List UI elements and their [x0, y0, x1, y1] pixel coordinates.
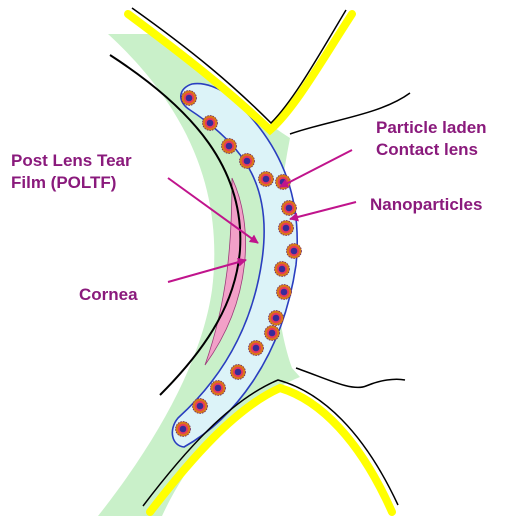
lower-eyelid-skin-line — [296, 368, 405, 387]
nanoparticle — [240, 154, 255, 169]
nanoparticle — [265, 326, 280, 341]
nanoparticle — [277, 285, 292, 300]
nanoparticles-arrow — [290, 202, 356, 219]
nanoparticle — [231, 365, 246, 380]
contact-lens-label-line1: Particle laden — [376, 117, 487, 139]
nanoparticle — [282, 201, 297, 216]
cornea-label: Cornea — [79, 284, 138, 306]
nanoparticles-label: Nanoparticles — [370, 194, 482, 216]
nanoparticle — [259, 172, 274, 187]
poltf-label-line2: Film (POLTF) — [11, 172, 116, 194]
contact-lens-label-line2: Contact lens — [376, 139, 478, 161]
nanoparticle — [269, 311, 284, 326]
nanoparticle — [222, 139, 237, 154]
nanoparticle — [203, 116, 218, 131]
nanoparticle — [176, 422, 191, 437]
poltf-label-line1: Post Lens Tear — [11, 150, 132, 172]
nanoparticle — [287, 244, 302, 259]
contact-lens-arrow — [280, 150, 352, 187]
nanoparticle — [211, 381, 226, 396]
nanoparticle — [275, 262, 290, 277]
nanoparticle — [182, 91, 197, 106]
nanoparticle — [249, 341, 264, 356]
nanoparticle — [193, 399, 208, 414]
nanoparticle — [279, 221, 294, 236]
